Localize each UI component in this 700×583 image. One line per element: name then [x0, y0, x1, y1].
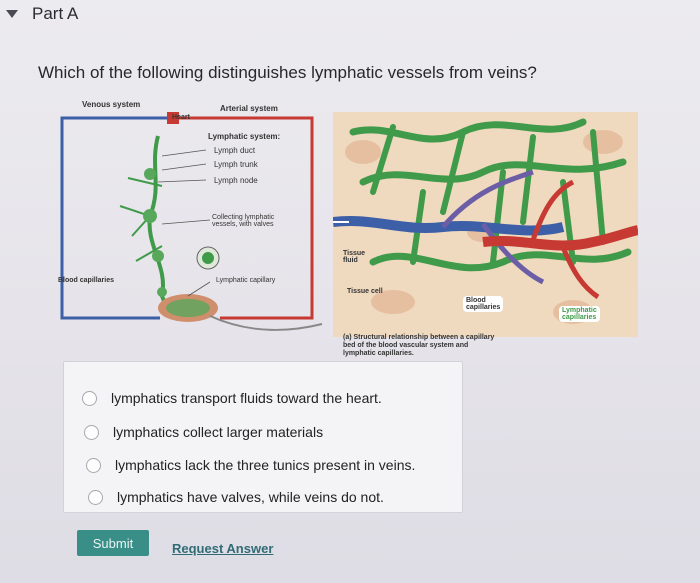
option-label: lymphatics have valves, while veins do n… — [117, 489, 384, 505]
figure-caption: (a) Structural relationship between a ca… — [343, 334, 495, 357]
option-3[interactable]: lymphatics lack the three tunics present… — [86, 457, 415, 473]
blood-capillaries-label: Blood capillaries — [58, 277, 115, 284]
lymphatic-system-label: Lymphatic system: — [208, 132, 281, 141]
lymph-duct-label: Lymph duct — [214, 146, 256, 155]
lymph-trunk-label: Lymph trunk — [214, 160, 258, 169]
radio-icon[interactable] — [82, 390, 97, 406]
part-title: Part A — [32, 4, 79, 23]
option-4[interactable]: lymphatics have valves, while veins do n… — [88, 489, 384, 505]
option-2[interactable]: lymphatics collect larger materials — [84, 424, 323, 440]
tissue-cell-label: Tissue cell — [347, 288, 383, 295]
radio-icon[interactable] — [88, 489, 103, 505]
question-text: Which of the following distinguishes lym… — [38, 63, 537, 82]
arterial-system-label: Arterial system — [220, 104, 278, 113]
option-1[interactable]: lymphatics transport fluids toward the h… — [82, 390, 382, 406]
submit-button[interactable]: Submit — [77, 530, 149, 556]
part-header[interactable]: Part A — [6, 4, 78, 24]
capillary-bed-svg — [333, 112, 638, 337]
heart-shape — [167, 112, 179, 124]
answer-options-box: lymphatics transport fluids toward the h… — [63, 361, 463, 513]
circulation-diagram: Venous system Heart Arterial system Lymp… — [38, 96, 330, 341]
option-label: lymphatics collect larger materials — [113, 424, 324, 440]
request-answer-link[interactable]: Request Answer — [172, 541, 274, 556]
option-label: lymphatics lack the three tunics present… — [115, 457, 416, 473]
radio-icon[interactable] — [86, 457, 101, 473]
heart-label: Heart — [172, 114, 190, 121]
lymphatic-capillary-label: Lymphatic capillary — [216, 277, 276, 284]
lymph-node-label: Lymph node — [214, 176, 258, 185]
option-label: lymphatics transport fluids toward the h… — [111, 390, 382, 406]
caret-down-icon[interactable] — [6, 10, 18, 18]
radio-icon[interactable] — [84, 424, 99, 440]
circulation-svg — [38, 112, 323, 331]
figure: Venous system Heart Arterial system Lymp… — [38, 96, 650, 378]
venous-system-label: Venous system — [82, 100, 141, 109]
